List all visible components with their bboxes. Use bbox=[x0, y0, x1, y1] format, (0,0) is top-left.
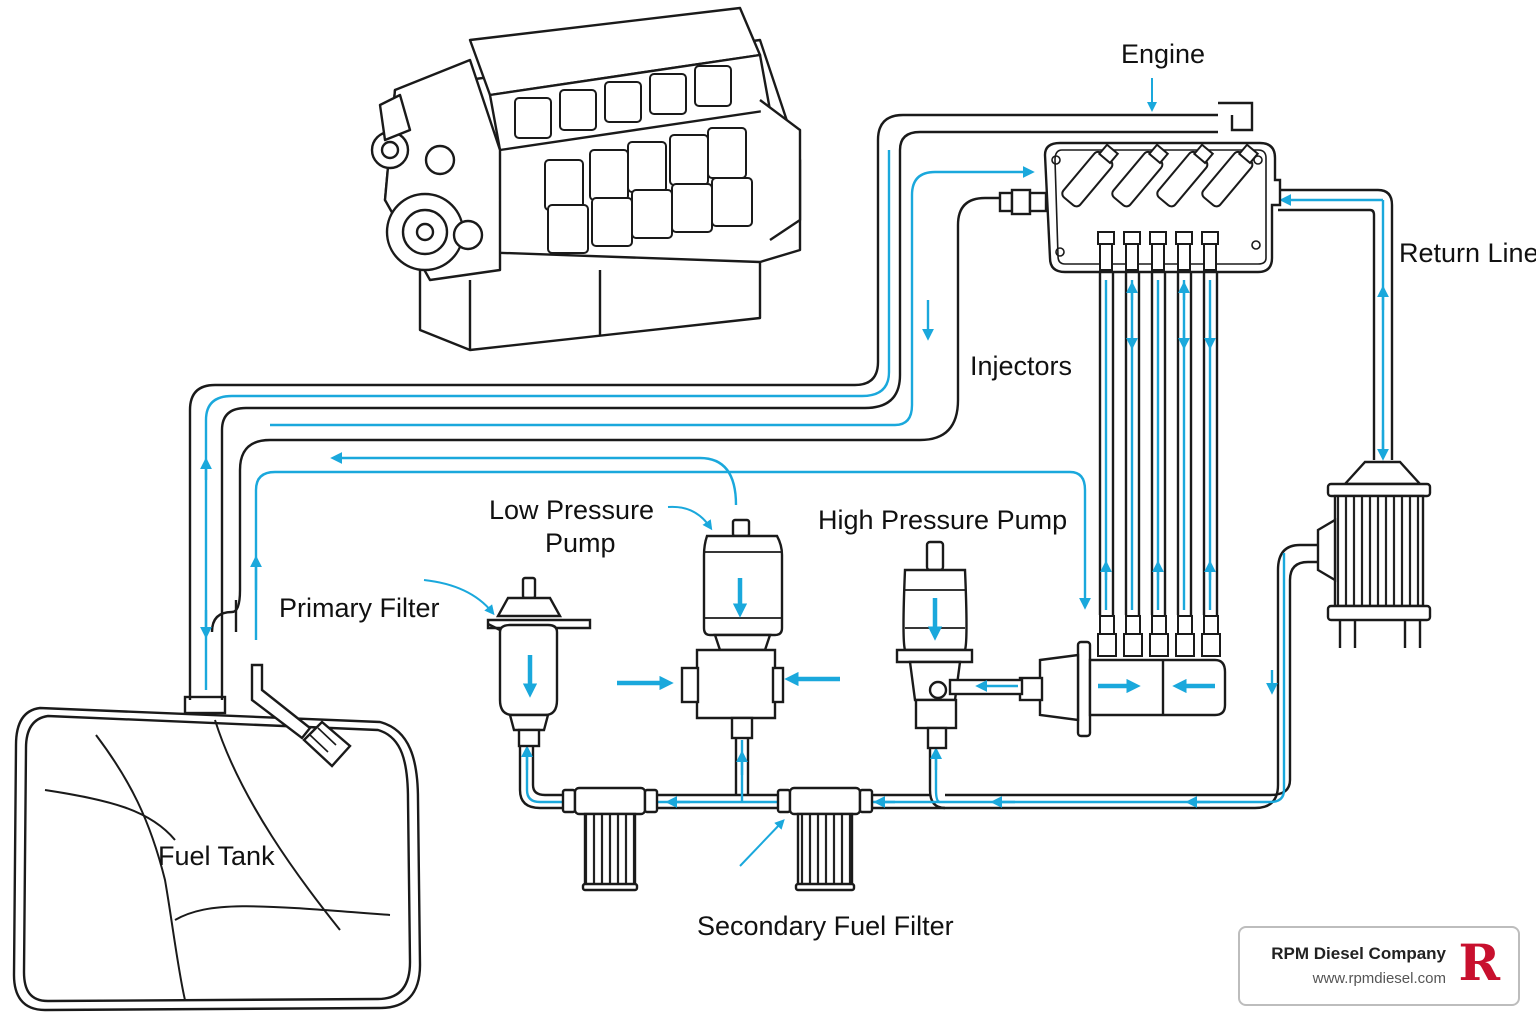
high-pressure-pump-body bbox=[1018, 615, 1227, 738]
engine-block-illustration bbox=[370, 6, 802, 352]
label-engine: Engine bbox=[1121, 39, 1206, 69]
injector-rail bbox=[998, 141, 1282, 274]
low-pressure-pump-body bbox=[680, 518, 785, 740]
brand-logo-icon: R bbox=[1458, 933, 1500, 992]
label-low-pressure-pump-line2: Pump bbox=[545, 528, 616, 558]
high-pressure-filter-unit bbox=[895, 540, 1024, 750]
flow-arrows bbox=[200, 281, 1389, 808]
brand-company-name: RPM Diesel Company bbox=[1271, 944, 1446, 963]
flow-direction-arrows bbox=[522, 578, 1215, 698]
fuel-cooler bbox=[1316, 460, 1432, 648]
label-low-pressure-pump-line1: Low Pressure bbox=[489, 495, 655, 525]
secondary-fuel-filters bbox=[561, 786, 874, 892]
primary-filter-body bbox=[486, 576, 592, 748]
fuel-tank-illustration bbox=[12, 663, 422, 1012]
fuel-pipes bbox=[188, 101, 1394, 810]
brand-badge: RPM Diesel Company www.rpmdiesel.com R bbox=[1238, 926, 1520, 1006]
label-primary-filter: Primary Filter bbox=[279, 593, 440, 623]
brand-url: www.rpmdiesel.com bbox=[1312, 970, 1446, 987]
label-secondary-fuel-filter: Secondary Fuel Filter bbox=[697, 911, 954, 941]
label-return-line: Return Line bbox=[1399, 238, 1536, 268]
label-high-pressure-pump: High Pressure Pump bbox=[818, 505, 1068, 535]
label-injectors: Injectors bbox=[970, 351, 1073, 381]
label-pointers bbox=[423, 78, 1157, 867]
label-fuel-tank: Fuel Tank bbox=[158, 841, 275, 871]
